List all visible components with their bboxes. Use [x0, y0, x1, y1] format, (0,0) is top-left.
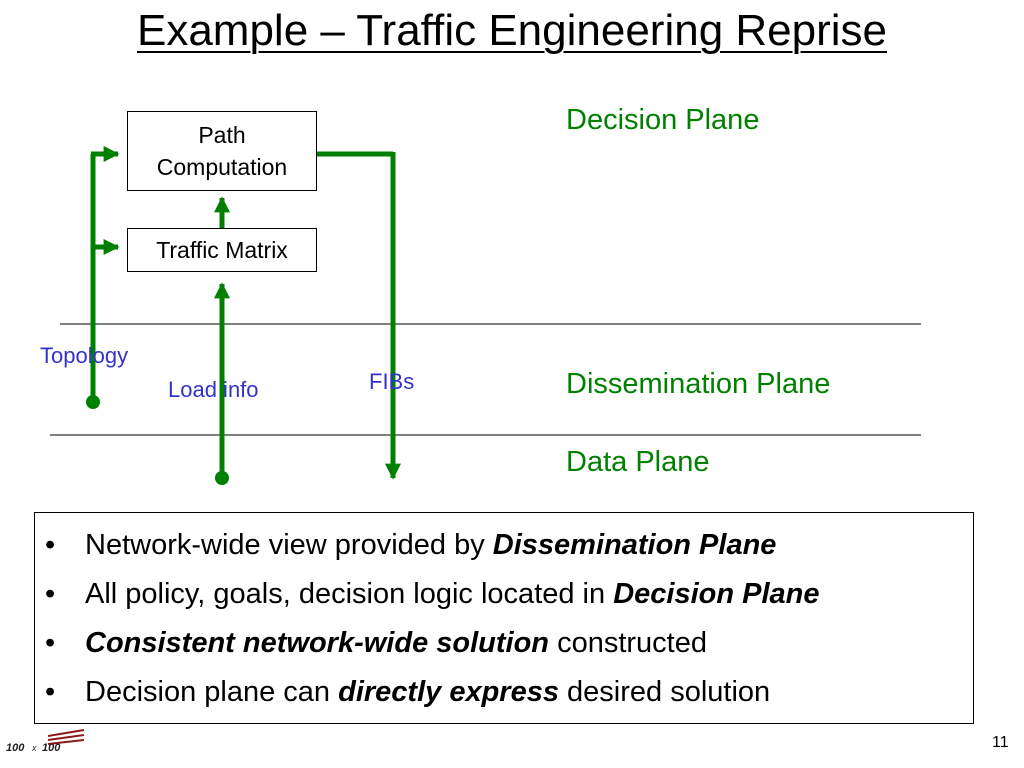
load-info-label: Load info — [168, 377, 259, 402]
svg-text:100: 100 — [6, 742, 25, 754]
100x100-logo-icon: 100 x 100 — [6, 729, 85, 754]
bullet-list: •Network-wide view provided by Dissemina… — [34, 512, 974, 724]
bullet-marker: • — [45, 578, 56, 610]
bullet-item: •All policy, goals, decision logic locat… — [45, 570, 973, 619]
fibs-label: FIBs — [369, 369, 415, 394]
data-plane-label: Data Plane — [566, 446, 710, 478]
svg-text:x: x — [31, 743, 37, 753]
traffic-matrix-box: Traffic Matrix — [127, 228, 317, 272]
bullet-item: •Consistent network-wide solution constr… — [45, 619, 973, 668]
bullet-marker: • — [45, 529, 56, 561]
decision-plane-label: Decision Plane — [566, 104, 760, 136]
path-computation-label-line2: Computation — [156, 154, 288, 180]
path-computation-box: Path Computation — [127, 111, 317, 191]
svg-text:100: 100 — [42, 742, 61, 754]
traffic-matrix-label: Traffic Matrix — [156, 236, 288, 263]
topology-arrow — [86, 145, 120, 409]
bullet-marker: • — [45, 676, 56, 708]
slide-title: Example – Traffic Engineering Reprise — [136, 6, 888, 55]
dissemination-plane-label: Dissemination Plane — [566, 368, 831, 400]
topology-label: Topology — [40, 343, 129, 368]
slide-number: 11 — [992, 734, 1009, 751]
bullet-item: •Decision plane can directly express des… — [45, 668, 973, 717]
load-info-arrow — [213, 282, 231, 485]
bullet-item: •Network-wide view provided by Dissemina… — [45, 521, 973, 570]
bullet-marker: • — [45, 627, 56, 659]
path-computation-label-line1: Path — [198, 122, 246, 148]
fibs-arrow — [317, 151, 402, 480]
